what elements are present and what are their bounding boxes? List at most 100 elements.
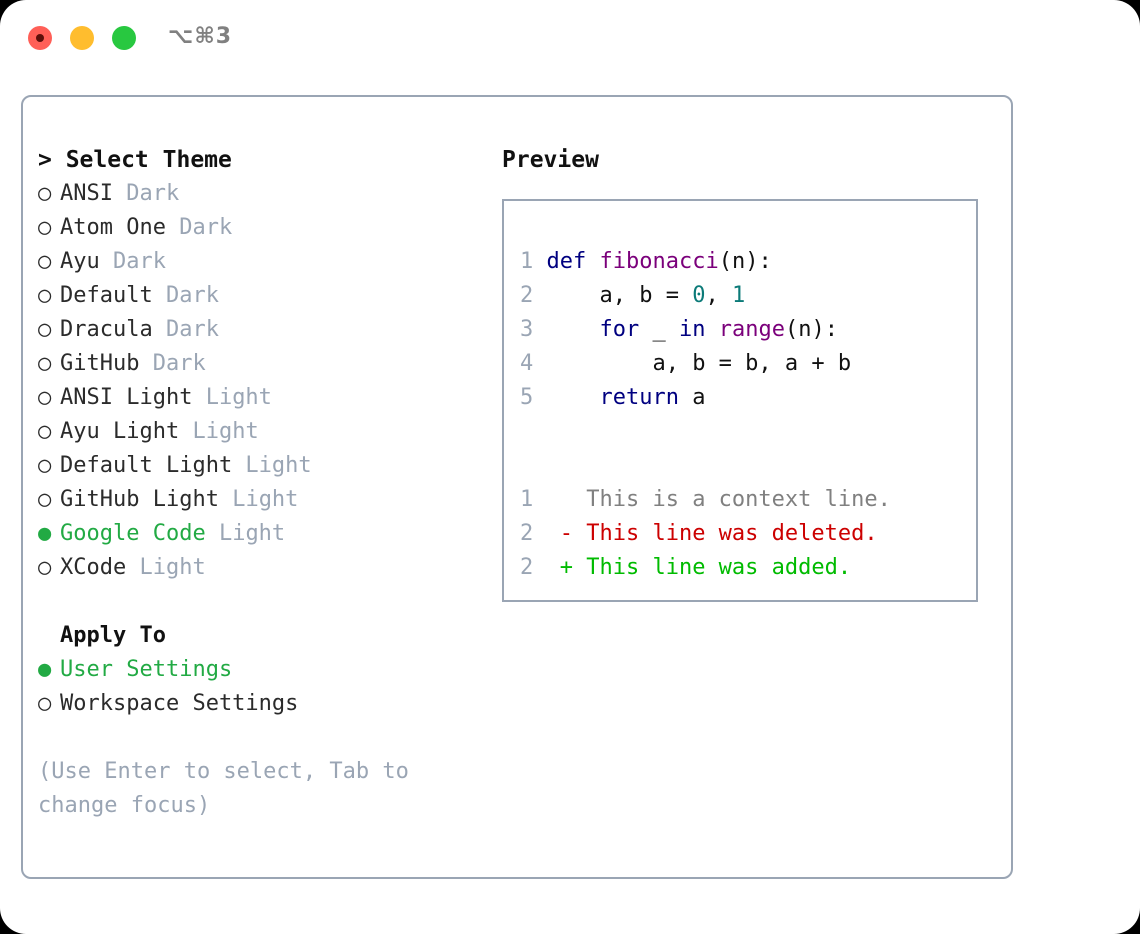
maximize-button[interactable] (112, 26, 136, 50)
line-number: 2 (520, 555, 534, 580)
radio-unselected-icon: ○ (38, 419, 52, 444)
radio-unselected-icon: ○ (38, 487, 52, 512)
theme-option-label: ANSI Light (60, 385, 193, 410)
radio-unselected-icon: ○ (38, 283, 52, 308)
code-line: 2 a, b = 0, 1 (520, 279, 976, 313)
diff-text: This line was added. (586, 555, 852, 580)
code-line: 3 for _ in range(n): (520, 313, 976, 347)
line-number: 2 (520, 521, 534, 546)
diff-line-del: 2 - This line was deleted. (520, 517, 976, 551)
code-spacer (520, 415, 976, 449)
code-line: 1 def fibonacci(n): (520, 245, 976, 279)
code-line: 5 return a (520, 381, 976, 415)
theme-option-label: Ayu (60, 249, 100, 274)
theme-variant-badge: Light (192, 385, 272, 410)
theme-variant-badge: Dark (152, 317, 219, 342)
theme-option-atom-one[interactable]: ○ Atom One Dark (38, 211, 478, 245)
diff-text: This is a context line. (586, 487, 891, 512)
theme-option-ansi[interactable]: ○ ANSI Dark (38, 177, 478, 211)
theme-option-ayu-light[interactable]: ○ Ayu Light Light (38, 415, 478, 449)
theme-option-xcode[interactable]: ○XCode Light (38, 551, 478, 585)
theme-option-label: Ayu Light (60, 419, 180, 444)
code-token-num: 1 (731, 283, 746, 308)
theme-variant-badge: Light (205, 521, 286, 546)
theme-option-ansi-light[interactable]: ○ ANSI Light Light (38, 381, 478, 415)
keyboard-shortcut-label: ⌥⌘3 (168, 24, 233, 49)
radio-unselected-icon: ○ (38, 385, 52, 410)
theme-option-default[interactable]: ○Default Dark (38, 279, 478, 313)
theme-option-label: XCode (60, 555, 127, 580)
code-token-kw: for (599, 317, 640, 342)
apply-to-option-user-settings[interactable]: ● User Settings (38, 653, 478, 687)
code-token-pn: a, b = b, a + b (546, 351, 852, 376)
preview-pane: Preview 1 def fibonacci(n):2 a, b = 0, 1… (502, 143, 992, 602)
theme-option-label: Default Light (60, 453, 233, 478)
apply-to-header: Apply To (60, 623, 166, 648)
theme-option-github[interactable]: ○GitHub Dark (38, 347, 478, 381)
radio-unselected-icon: ○ (38, 555, 52, 580)
code-spacer-2 (520, 449, 976, 483)
theme-option-github-light[interactable]: ○ GitHub Light Light (38, 483, 478, 517)
preview-title: Preview (502, 147, 599, 173)
code-token-pn: , (705, 283, 732, 308)
apply-to-option-label: User Settings (60, 657, 233, 682)
diff-line-add: 2 + This line was added. (520, 551, 976, 585)
theme-variant-badge: Light (218, 487, 299, 512)
theme-variant-badge: Light (232, 453, 312, 478)
theme-option-default-light[interactable]: ○Default Light Light (38, 449, 478, 483)
section-spacer (38, 585, 478, 619)
code-token-kw: def (546, 249, 587, 274)
line-number: 1 (520, 487, 534, 512)
apply-to-option-list: ● User Settings ○ Workspace Settings (38, 653, 478, 721)
line-number: 2 (520, 283, 534, 308)
diff-sample: 1 This is a context line.2 - This line w… (520, 483, 976, 585)
theme-option-ayu[interactable]: ○Ayu Dark (38, 245, 478, 279)
diff-text: This line was deleted. (586, 521, 878, 546)
title-bar: ⌥⌘3 (0, 0, 1140, 76)
theme-option-dracula[interactable]: ○Dracula Dark (38, 313, 478, 347)
theme-option-label: GitHub (60, 351, 140, 376)
diff-marker (533, 487, 586, 512)
theme-variant-badge: Dark (99, 249, 166, 274)
theme-option-label: Google Code (60, 521, 206, 546)
code-token-pn: a, b = (546, 283, 693, 308)
theme-option-label: ANSI (60, 181, 113, 206)
theme-option-label: GitHub Light (60, 487, 219, 512)
apply-to-option-workspace-settings[interactable]: ○ Workspace Settings (38, 687, 478, 721)
diff-marker: - (533, 521, 587, 546)
code-token-pn (547, 385, 600, 410)
line-number: 1 (520, 249, 534, 274)
theme-variant-badge: Light (179, 419, 259, 444)
apply-to-option-label: Workspace Settings (60, 691, 299, 716)
code-line: 4 a, b = b, a + b (520, 347, 976, 381)
radio-unselected-icon: ○ (38, 181, 52, 206)
main-panel: > Select Theme ○ANSI Dark○Atom One Dark○… (21, 95, 1013, 879)
radio-unselected-icon: ○ (38, 691, 52, 716)
code-token-pn: _ (639, 317, 679, 342)
theme-option-google-code[interactable]: ●Google Code Light (38, 517, 478, 551)
theme-variant-badge: Dark (112, 181, 180, 206)
close-button[interactable] (28, 26, 52, 50)
theme-variant-badge: Dark (152, 283, 219, 308)
theme-picker: > Select Theme ○ANSI Dark○Atom One Dark○… (38, 143, 478, 823)
code-token-pn: a (678, 385, 706, 410)
code-token-pn: (n): (784, 317, 838, 342)
diff-marker: + (533, 555, 587, 580)
line-number: 4 (520, 351, 534, 376)
theme-variant-badge: Dark (165, 215, 233, 240)
keyboard-hint: (Use Enter to select, Tab to change focu… (38, 759, 423, 818)
radio-selected-icon: ● (38, 657, 52, 682)
theme-option-label: Atom One (60, 215, 166, 240)
radio-unselected-icon: ○ (38, 215, 52, 240)
code-token-fn: fibonacci (599, 249, 719, 274)
traffic-lights (28, 26, 136, 50)
code-token-pn (705, 317, 718, 342)
theme-option-list: ○ANSI Dark○Atom One Dark○Ayu Dark○Defaul… (38, 177, 478, 585)
code-token-pn (547, 317, 600, 342)
diff-line-ctx: 1 This is a context line. (520, 483, 976, 517)
code-token-kw: return (599, 385, 679, 410)
minimize-button[interactable] (70, 26, 94, 50)
